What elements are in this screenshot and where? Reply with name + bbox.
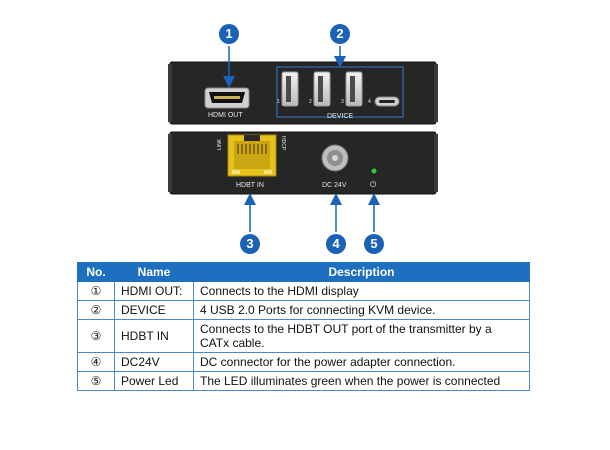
row-name: DEVICE	[114, 300, 194, 320]
row-description: 4 USB 2.0 Ports for connecting KVM devic…	[193, 300, 530, 320]
callout-5: 5	[364, 234, 384, 254]
row-number: ①	[77, 281, 115, 301]
header-no: No.	[77, 262, 115, 282]
usb-number-1: 1	[277, 99, 280, 105]
row-description: DC connector for the power adapter conne…	[193, 352, 530, 372]
hdbt-in-label: HDBT IN	[236, 182, 264, 189]
power-led	[371, 168, 377, 174]
usb-port-2	[313, 71, 331, 107]
row-number: ③	[77, 319, 115, 353]
row-description: Connects to the HDMI display	[193, 281, 530, 301]
usb-port-1	[281, 71, 299, 107]
table-row: ⑤ Power Led The LED illuminates green wh…	[77, 371, 530, 391]
table-row: ④ DC24V DC connector for the power adapt…	[77, 352, 530, 372]
device-label: DEVICE	[327, 113, 354, 120]
table-header-row: No. Name Description	[77, 262, 530, 282]
row-number: ②	[77, 300, 115, 320]
usb-number-2: 2	[309, 99, 312, 105]
table-row: ③ HDBT IN Connects to the HDBT OUT port …	[77, 319, 530, 353]
rj45-port	[227, 134, 277, 177]
usb-number-3: 3	[341, 99, 344, 105]
hdmi-out-label: HDMI OUT	[208, 112, 243, 119]
row-description: Connects to the HDBT OUT port of the tra…	[193, 319, 530, 353]
device-drawing	[168, 46, 438, 232]
power-icon: ⏻	[370, 180, 377, 189]
dc-jack	[321, 144, 349, 172]
callout-4: 4	[326, 234, 346, 254]
row-number: ④	[77, 352, 115, 372]
header-name: Name	[114, 262, 194, 282]
port-description-table: No. Name Description ① HDMI OUT: Connect…	[77, 262, 530, 391]
row-name: HDBT IN	[114, 319, 194, 353]
table-row: ② DEVICE 4 USB 2.0 Ports for connecting …	[77, 300, 530, 320]
row-description: The LED illuminates green when the power…	[193, 371, 530, 391]
callout-1: 1	[219, 24, 239, 44]
table-row: ① HDMI OUT: Connects to the HDMI display	[77, 281, 530, 301]
callout-3: 3	[240, 234, 260, 254]
link-label: LINK	[217, 138, 223, 150]
usb-port-3	[345, 71, 363, 107]
usb-number-4: 4	[368, 99, 371, 105]
row-name: HDMI OUT:	[114, 281, 194, 301]
usb-c-port-4	[374, 96, 400, 107]
rear-panel	[169, 131, 437, 195]
row-name: DC24V	[114, 352, 194, 372]
hdcp-label: HDCP	[280, 136, 286, 151]
row-name: Power Led	[114, 371, 194, 391]
device-illustration: HDMI OUT 1 2 3 4 DEVICE LINK HDCP HDBT I…	[168, 24, 438, 254]
front-panel-side-right	[434, 64, 438, 122]
front-panel-side-left	[168, 64, 172, 122]
callout-2: 2	[330, 24, 350, 44]
header-description: Description	[193, 262, 530, 282]
row-number: ⑤	[77, 371, 115, 391]
dc-24v-label: DC 24V	[322, 182, 347, 189]
